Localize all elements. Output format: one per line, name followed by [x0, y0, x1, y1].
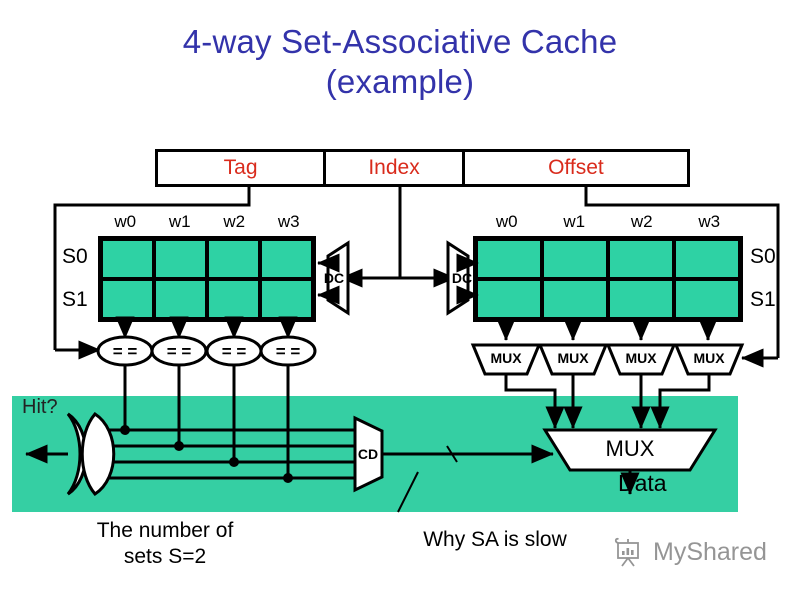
comparator-label-2: = =: [221, 342, 247, 361]
left-set-label-s1: S1: [62, 288, 88, 311]
left-way-header-w1: w1: [168, 212, 191, 231]
right-cell-s0-w3: [674, 239, 740, 279]
wire-junction-dots: [120, 425, 293, 483]
comparator-label-0: = =: [112, 342, 138, 361]
right-set-label-s1: S1: [750, 288, 776, 311]
left-cell-s0-w2: [207, 239, 260, 279]
comparator-label-1: = =: [166, 342, 192, 361]
address-field-index: Index: [326, 152, 465, 184]
caption-why-sa-is-slow: Why SA is slow: [423, 528, 567, 551]
right-set-label-s0: S0: [750, 245, 776, 268]
right-cell-s1-w1: [542, 279, 608, 319]
address-breakdown-box: Tag Index Offset: [155, 149, 690, 187]
caption-sets-line-2: sets S=2: [123, 545, 207, 568]
data-output-label: Data: [618, 470, 667, 496]
encoder-label: CD: [357, 446, 379, 462]
right-cell-s0-w1: [542, 239, 608, 279]
left-way-header-w2: w2: [223, 212, 246, 231]
right-cell-s0-w2: [608, 239, 674, 279]
right-way-header-w0: w0: [495, 212, 518, 231]
left-cell-s0-w3: [260, 239, 313, 279]
presentation-board-icon: [614, 537, 639, 567]
left-way-header-w3: w3: [277, 212, 300, 231]
left-cell-s0-w1: [154, 239, 207, 279]
caption-number-of-sets: The number of sets S=2: [50, 518, 280, 570]
output-mux-label: MUX: [605, 436, 655, 461]
caption-sets-line-1: The number of: [96, 519, 234, 542]
right-decoder-label: DC: [451, 270, 473, 286]
left-set-label-s0: S0: [62, 245, 88, 268]
left-cell-s0-w0: [101, 239, 154, 279]
right-cell-s1-w2: [608, 279, 674, 319]
address-field-tag: Tag: [158, 152, 327, 184]
right-cell-s1-w3: [674, 279, 740, 319]
page-title: 4-way Set-Associative Cache (example): [0, 22, 800, 102]
title-line-1: 4-way Set-Associative Cache: [182, 23, 618, 60]
left-array-way-headers: w0 w1 w2 w3: [98, 212, 316, 232]
way-mux-label-3: MUX: [693, 350, 725, 366]
left-way-header-w0: w0: [114, 212, 137, 231]
right-way-header-w2: w2: [630, 212, 653, 231]
comparator-label-3: = =: [275, 342, 301, 361]
left-tag-array: [98, 236, 316, 322]
right-data-array: [473, 236, 743, 322]
way-mux-label-1: MUX: [557, 350, 589, 366]
left-decoder-label: DC: [323, 270, 345, 286]
way-mux-label-0: MUX: [490, 350, 522, 366]
watermark: MyShared: [612, 535, 767, 569]
right-way-header-w3: w3: [698, 212, 721, 231]
way-mux-label-2: MUX: [625, 350, 657, 366]
right-way-header-w1: w1: [563, 212, 586, 231]
title-line-2: (example): [325, 63, 475, 100]
watermark-label: MyShared: [653, 537, 767, 566]
right-array-way-headers: w0 w1 w2 w3: [473, 212, 743, 232]
hit-output-label: Hit?: [22, 396, 58, 418]
address-field-offset: Offset: [548, 156, 604, 179]
